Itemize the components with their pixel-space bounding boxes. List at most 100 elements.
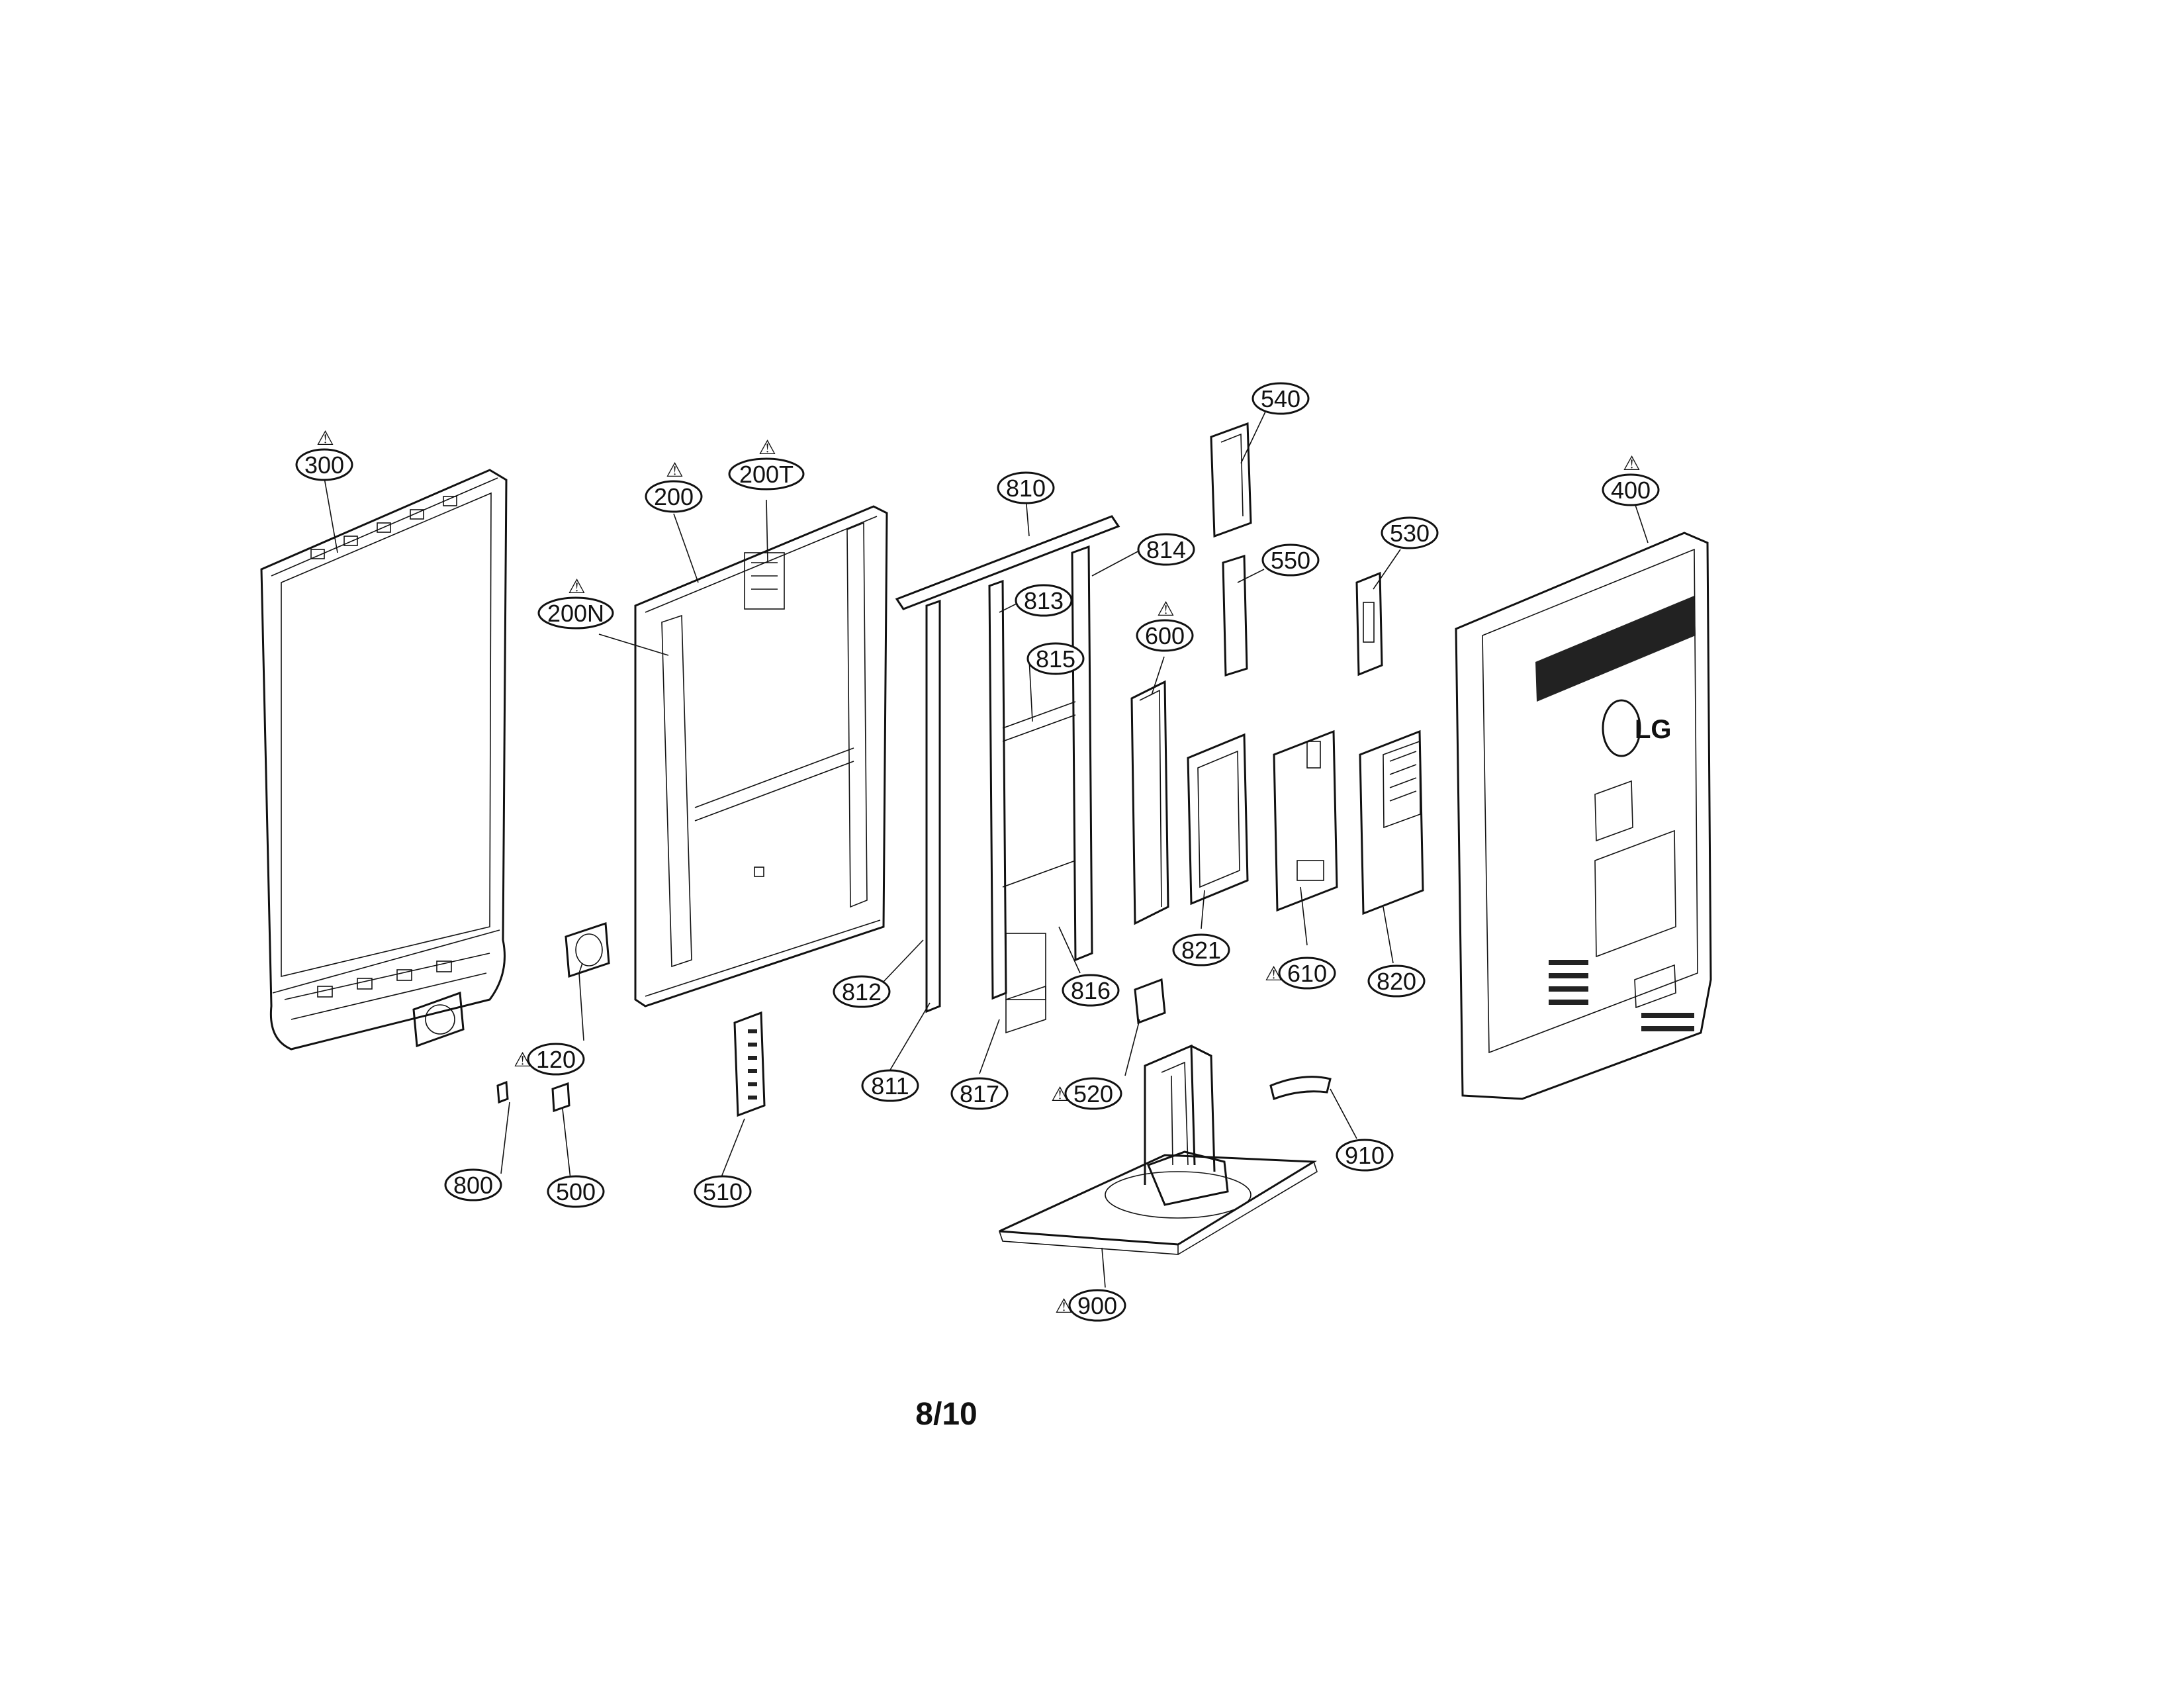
callout-540: 540 xyxy=(1251,382,1310,415)
callout-number: 550 xyxy=(1271,547,1310,574)
warning-triangle-icon: ⚠ xyxy=(758,436,776,459)
part-810-mounting-frame xyxy=(895,515,1120,1034)
callout-530: 530 xyxy=(1381,516,1439,549)
callout-ellipse xyxy=(1136,619,1194,652)
callout-900: 900⚠ xyxy=(1055,1289,1126,1322)
part-540-bracket xyxy=(1210,422,1252,538)
callout-ellipse xyxy=(861,1069,919,1102)
callout-number: 500 xyxy=(556,1178,596,1205)
callout-ellipse xyxy=(1251,382,1310,415)
callout-number: 600 xyxy=(1145,622,1185,649)
part-550-bracket xyxy=(1222,554,1248,677)
callout-number: 200 xyxy=(654,483,694,510)
callout-number: 530 xyxy=(1390,520,1430,547)
part-400-back-cover: LG xyxy=(1455,532,1712,1100)
callout-number: 540 xyxy=(1261,385,1300,412)
callout-number: 810 xyxy=(1006,475,1046,502)
callout-number: 300 xyxy=(304,451,344,479)
callout-813: 813 xyxy=(1015,584,1073,617)
callout-number: 814 xyxy=(1146,536,1186,563)
callout-ellipse xyxy=(1068,1289,1126,1322)
part-120-speaker-lower xyxy=(412,991,465,1048)
callout-ellipse xyxy=(1064,1077,1122,1110)
brand-logo-text: LG xyxy=(1635,715,1672,744)
part-821-board xyxy=(1187,733,1249,906)
callout-number: 400 xyxy=(1611,477,1651,504)
part-600-cover xyxy=(1130,680,1169,925)
callout-ellipse xyxy=(444,1168,502,1201)
callout-number: 610 xyxy=(1287,960,1327,987)
callout-number: 813 xyxy=(1024,587,1064,614)
warning-triangle-icon: ⚠ xyxy=(1623,452,1641,475)
warning-triangle-icon: ⚠ xyxy=(1265,962,1283,986)
callout-number: 520 xyxy=(1073,1080,1113,1107)
callout-ellipse xyxy=(1381,516,1439,549)
part-300-front-bezel xyxy=(260,469,508,1051)
callout-number: 800 xyxy=(453,1172,493,1199)
callout-ellipse xyxy=(1602,473,1660,506)
callout-400: 400⚠ xyxy=(1602,452,1660,506)
warning-triangle-icon: ⚠ xyxy=(568,575,586,598)
callout-number: 817 xyxy=(960,1080,999,1107)
callout-number: 811 xyxy=(871,1072,909,1100)
leader-lines xyxy=(324,411,1649,1288)
callout-ellipse xyxy=(1336,1139,1394,1172)
callout-816: 816 xyxy=(1062,974,1120,1007)
part-500-small-part xyxy=(551,1082,570,1113)
callout-number: 200T xyxy=(739,461,794,488)
callout-ellipse xyxy=(295,448,353,481)
callout-910: 910 xyxy=(1336,1139,1394,1172)
callout-ellipse xyxy=(1137,533,1195,566)
callout-number: 200N xyxy=(547,600,604,627)
callout-ellipse xyxy=(833,975,891,1008)
callout-200N: 200N⚠ xyxy=(537,575,614,630)
callout-ellipse xyxy=(1026,642,1085,675)
callout-ellipse xyxy=(694,1175,752,1208)
callout-ellipse xyxy=(1015,584,1073,617)
warning-triangle-icon: ⚠ xyxy=(1051,1083,1069,1106)
callout-820: 820 xyxy=(1367,964,1426,998)
callout-520: 520⚠ xyxy=(1051,1077,1122,1110)
callout-800: 800 xyxy=(444,1168,502,1201)
callout-811: 811 xyxy=(861,1069,919,1102)
callout-817: 817 xyxy=(950,1077,1009,1110)
callout-812: 812 xyxy=(833,975,891,1008)
callout-number: 900 xyxy=(1077,1292,1117,1319)
callout-200: 200⚠ xyxy=(645,459,703,513)
callout-number: 910 xyxy=(1345,1142,1385,1169)
callout-814: 814 xyxy=(1137,533,1195,566)
part-900-stand xyxy=(999,1044,1318,1255)
callout-200T: 200T⚠ xyxy=(728,436,805,491)
part-910-cover xyxy=(1269,1076,1332,1100)
part-200-panel-module xyxy=(634,505,888,1008)
callout-ellipse xyxy=(1278,957,1336,990)
callout-610: 610⚠ xyxy=(1265,957,1336,990)
callout-815: 815 xyxy=(1026,642,1085,675)
callout-number: 815 xyxy=(1036,645,1075,673)
part-510-control-strip xyxy=(733,1011,766,1117)
callout-ellipse xyxy=(537,596,614,630)
callout-number: 820 xyxy=(1377,968,1416,995)
callout-number: 816 xyxy=(1071,977,1111,1004)
warning-triangle-icon: ⚠ xyxy=(1157,598,1175,621)
callout-600: 600⚠ xyxy=(1136,598,1194,652)
warning-triangle-icon: ⚠ xyxy=(1055,1295,1073,1318)
callout-300: 300⚠ xyxy=(295,427,353,481)
callout-120: 120⚠ xyxy=(514,1043,585,1076)
callout-number: 510 xyxy=(703,1178,743,1205)
callout-ellipse xyxy=(728,457,805,491)
part-800-small-part xyxy=(496,1080,509,1104)
callout-ellipse xyxy=(1261,543,1320,577)
callout-ellipse xyxy=(1062,974,1120,1007)
callout-810: 810 xyxy=(997,471,1055,504)
callout-number: 812 xyxy=(842,978,882,1006)
callout-550: 550 xyxy=(1261,543,1320,577)
callout-ellipse xyxy=(527,1043,585,1076)
callout-ellipse xyxy=(997,471,1055,504)
warning-triangle-icon: ⚠ xyxy=(514,1049,531,1072)
part-520-small-part xyxy=(1134,978,1166,1025)
part-530-module xyxy=(1355,571,1383,677)
callout-number: 821 xyxy=(1181,937,1221,964)
